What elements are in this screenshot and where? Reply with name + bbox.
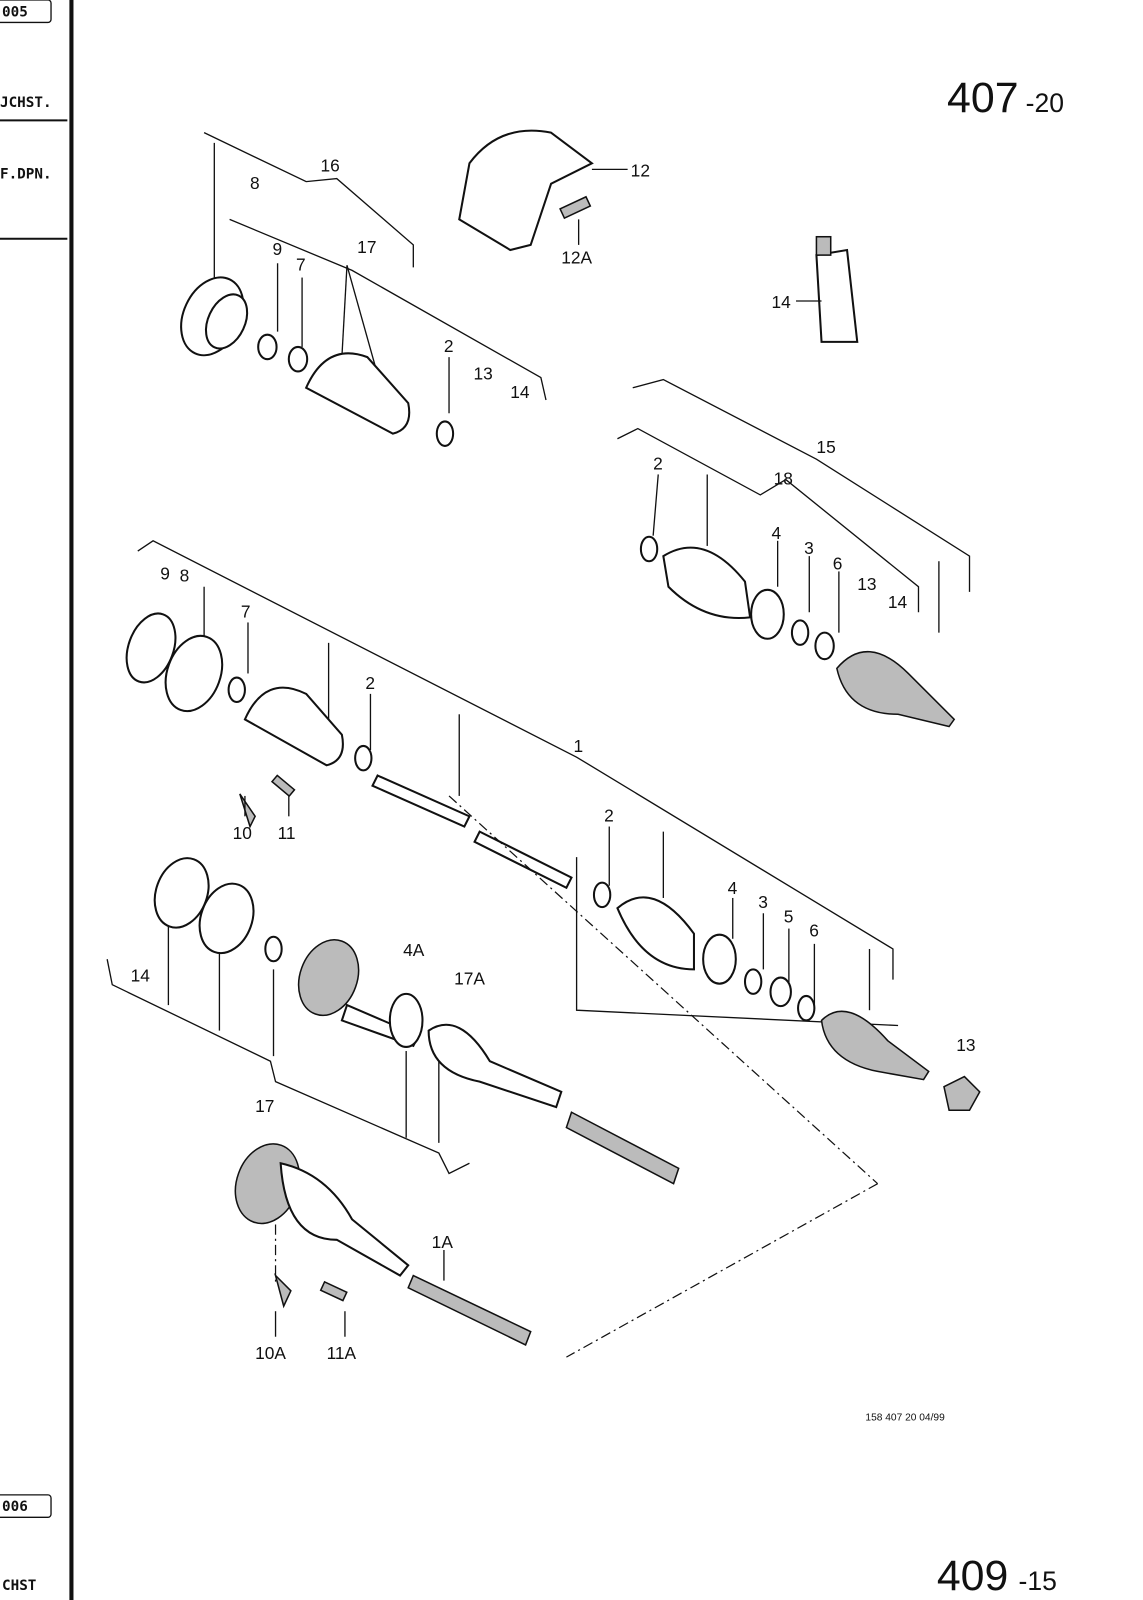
callout: 2	[365, 673, 375, 693]
callout: 2	[444, 336, 454, 356]
callout: 16	[320, 155, 339, 175]
cv-joint-kit-upper	[180, 132, 547, 447]
callout: 3	[758, 892, 768, 912]
callout: 11A	[327, 1343, 357, 1363]
margin-label-2: F.DPN.	[0, 167, 52, 183]
next-page-number: 409 -15	[937, 1552, 1057, 1600]
callout: 6	[809, 921, 819, 941]
margin-label-1: JCHST.	[0, 95, 52, 111]
page-number-sub: -20	[1026, 88, 1064, 118]
callout: 15	[816, 437, 835, 457]
grease-tube	[796, 235, 859, 343]
drive-shaft-alt	[234, 1143, 532, 1346]
callout: 10A	[255, 1343, 286, 1363]
callout: 4	[772, 523, 782, 543]
callout: 6	[833, 553, 843, 573]
heat-shield	[458, 129, 628, 252]
callout: 14	[772, 292, 792, 312]
margin-tab-top: 005	[2, 4, 28, 20]
callout: 17	[357, 237, 376, 257]
next-page-number-main: 409	[937, 1552, 1008, 1600]
callout: 12A	[561, 247, 592, 267]
page-number-main: 407	[947, 74, 1018, 122]
outer-joint-assembly	[575, 826, 981, 1111]
callout: 13	[956, 1035, 975, 1055]
callout: 17A	[454, 969, 485, 989]
callout: 8	[180, 566, 190, 586]
callout: 14	[131, 966, 151, 986]
left-margin: 005 JCHST. F.DPN. 006 CHST	[0, 0, 74, 1600]
callout: 11	[278, 823, 296, 843]
callout: 1	[574, 736, 584, 756]
footer-code: 158 407 20 04/99	[865, 1412, 945, 1423]
callout: 7	[296, 254, 306, 274]
callout: 1A	[432, 1232, 454, 1252]
callout: 10	[233, 823, 252, 843]
callout: 9	[160, 564, 170, 584]
callout: 14	[510, 382, 530, 402]
callout: 2	[604, 805, 614, 825]
callout: 13	[474, 364, 493, 384]
callout-labels: 16 8 17 9 7 2 13 14 12 12A 14 15 2 18 4 …	[131, 155, 976, 1363]
inner-joint-shaft-alt	[106, 795, 879, 1358]
callout: 3	[804, 538, 814, 558]
margin-tab-bottom: 006	[2, 1499, 28, 1515]
next-page-number-sub: -15	[1018, 1566, 1056, 1596]
callout: 5	[784, 906, 794, 926]
outer-boot-kit	[617, 378, 971, 728]
callout: 12	[631, 161, 650, 181]
callout: 13	[857, 574, 876, 594]
callout: 14	[888, 592, 908, 612]
callout: 4A	[403, 940, 425, 960]
page-number: 407 -20	[947, 74, 1064, 122]
callout: 7	[241, 601, 251, 621]
callout: 17	[255, 1096, 274, 1116]
callout: 18	[774, 469, 793, 489]
callout: 4	[728, 878, 738, 898]
margin-label-3: CHST	[2, 1578, 36, 1594]
callout: 2	[653, 453, 663, 473]
drive-shaft-main	[125, 540, 894, 980]
callout: 9	[272, 239, 282, 259]
callout: 8	[250, 173, 260, 193]
